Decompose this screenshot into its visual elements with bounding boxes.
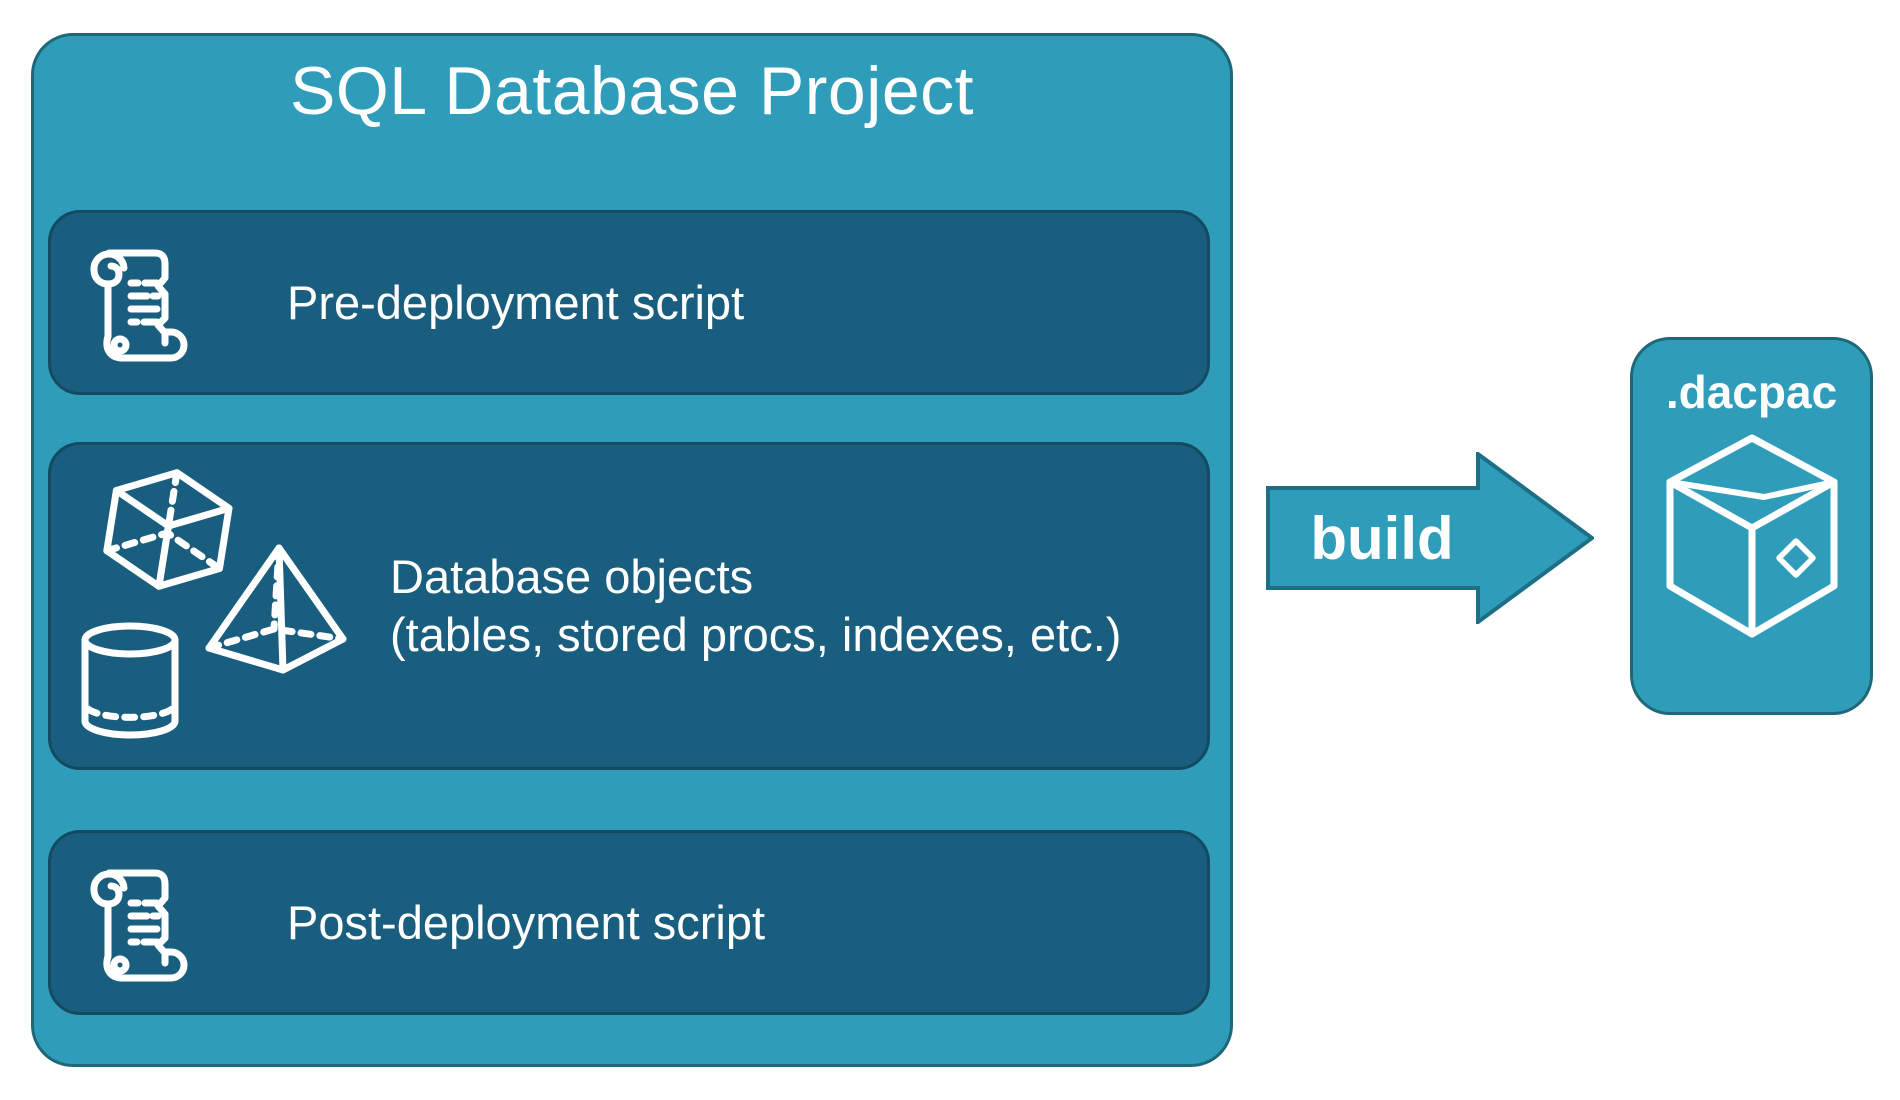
database-objects-icons [76, 459, 376, 757]
database-objects-box: Database objects (tables, stored procs, … [48, 442, 1210, 770]
post-deployment-box: Post-deployment script [48, 830, 1210, 1015]
scroll-icon [79, 859, 191, 987]
build-arrow [1266, 452, 1594, 624]
post-deployment-label: Post-deployment script [287, 895, 766, 949]
pyramid-icon [205, 544, 347, 674]
package-icon [1664, 434, 1840, 642]
database-objects-label: Database objects (tables, stored procs, … [390, 548, 1121, 664]
dacpac-box: .dacpac [1630, 337, 1873, 715]
pre-deployment-box: Pre-deployment script [48, 210, 1210, 395]
pre-deployment-label: Pre-deployment script [287, 275, 745, 329]
database-objects-line1: Database objects [390, 550, 754, 603]
cylinder-icon [81, 622, 179, 739]
cube-icon [103, 469, 233, 590]
build-label: build [1310, 504, 1454, 572]
database-objects-line2: (tables, stored procs, indexes, etc.) [390, 608, 1122, 661]
scroll-icon [79, 239, 191, 367]
dacpac-label: .dacpac [1665, 366, 1838, 418]
project-title: SQL Database Project [289, 53, 975, 129]
